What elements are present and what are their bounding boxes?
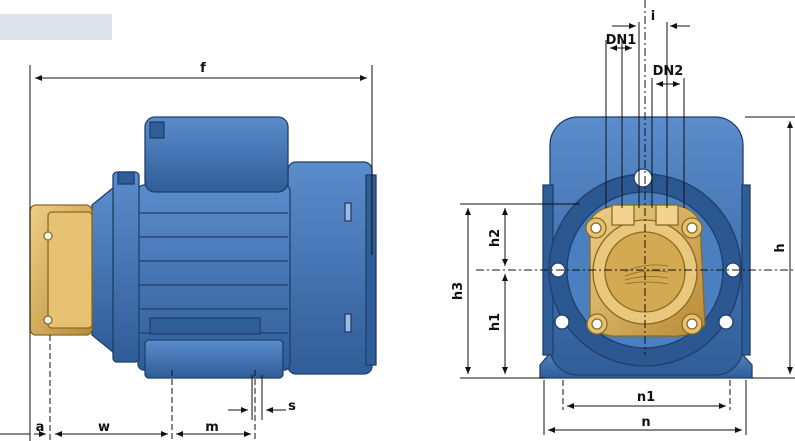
pump-side-view [29, 116, 377, 379]
label-dn1: DN1 [606, 33, 637, 48]
label-n: n [641, 415, 650, 430]
label-s: s [288, 399, 296, 414]
label-h2: h2 [488, 229, 503, 247]
label-m: m [205, 420, 219, 435]
label-h1: h1 [488, 313, 503, 331]
label-a: a [36, 420, 45, 435]
label-f: f [200, 61, 206, 76]
label-n1: n1 [637, 390, 655, 405]
label-i: i [651, 9, 655, 24]
pump-front-view [539, 116, 753, 379]
front-dimensions [460, 0, 795, 435]
label-w: w [98, 420, 110, 435]
label-dn2: DN2 [653, 64, 684, 79]
header-banner [0, 14, 112, 40]
label-h3: h3 [451, 282, 466, 300]
dimension-labels: f a w m s i DN1 DN2 n1 n h3 h2 h1 h [36, 9, 788, 435]
label-h: h [773, 243, 788, 252]
side-dimensions [0, 65, 373, 441]
